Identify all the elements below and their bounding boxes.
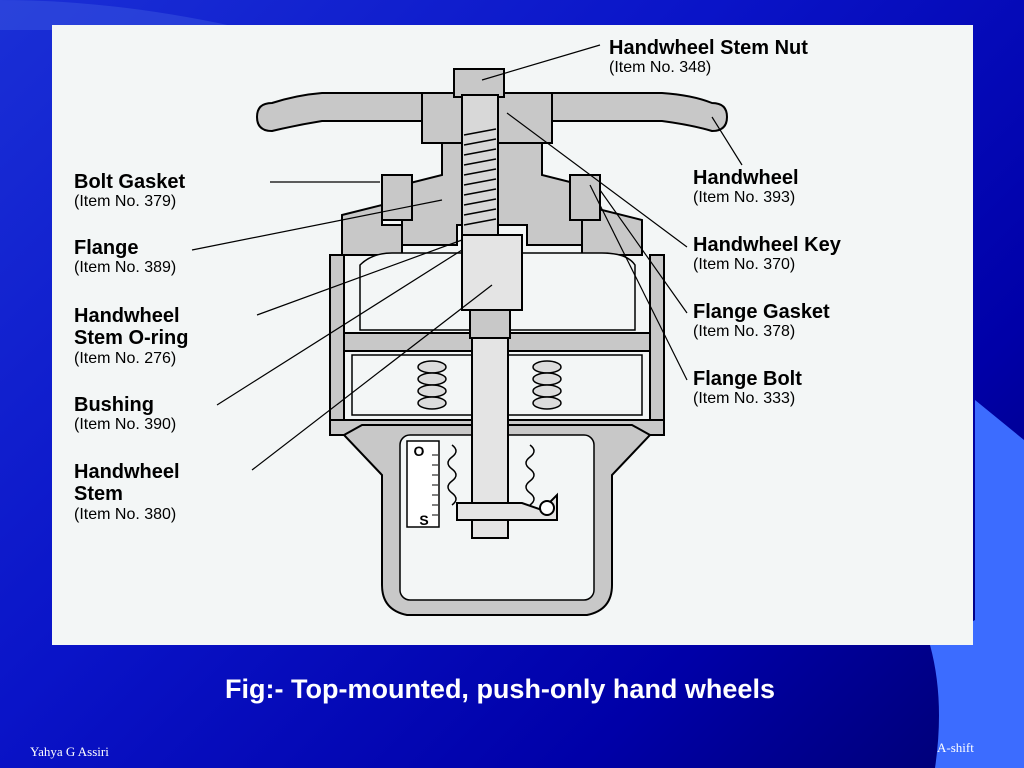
handwheel-shape [255, 92, 423, 133]
label-bushing: Bushing(Item No. 390) [74, 394, 177, 434]
figure-panel: O S Handwheel Stem Nut(Item No. 348) Bol… [52, 25, 973, 645]
gauge-top-mark: O [414, 443, 425, 459]
label-handwheel-stem-nut: Handwheel Stem Nut(Item No. 348) [609, 37, 808, 77]
gauge-bottom-mark: S [419, 512, 428, 528]
shift-footer: A-shift [937, 740, 974, 755]
label-flange: Flange(Item No. 389) [74, 237, 177, 277]
label-flange-bolt: Flange Bolt(Item No. 333) [693, 368, 802, 408]
label-handwheel-key: Handwheel Key(Item No. 370) [693, 234, 841, 274]
label-handwheel-stem-o-ring: Handwheel Stem O-ring(Item No. 276) [74, 305, 189, 367]
valve-cross-section-diagram: O S [191, 44, 743, 616]
label-handwheel: Handwheel(Item No. 393) [693, 167, 799, 207]
label-bolt-gasket: Bolt Gasket(Item No. 379) [74, 171, 186, 211]
label-flange-gasket: Flange Gasket(Item No. 378) [693, 301, 830, 341]
label-handwheel-stem: Handwheel Stem(Item No. 380) [74, 461, 180, 523]
figure-caption: Fig:- Top-mounted, push-only hand wheels [225, 674, 775, 704]
author-footer: Yahya G Assiri [30, 744, 109, 759]
